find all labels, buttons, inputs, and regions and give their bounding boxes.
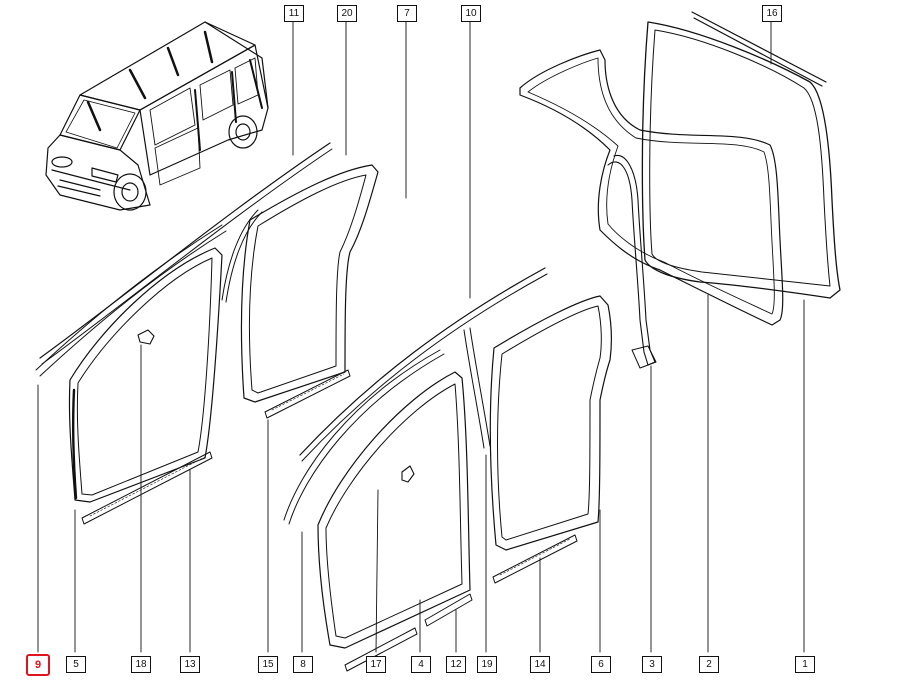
label-18[interactable]: 18	[131, 656, 151, 673]
label-20[interactable]: 20	[337, 5, 357, 22]
part-2-seal	[519, 49, 784, 326]
label-3[interactable]: 3	[642, 656, 662, 673]
part-9-strip	[35, 224, 223, 371]
part-18-clip	[137, 329, 155, 345]
part-20-strip	[221, 209, 259, 301]
label-1[interactable]: 1	[795, 656, 815, 673]
part-14-sill	[492, 534, 578, 584]
label-10[interactable]: 10	[461, 5, 481, 22]
label-16[interactable]: 16	[762, 5, 782, 22]
label-13[interactable]: 13	[180, 656, 200, 673]
label-6[interactable]: 6	[591, 656, 611, 673]
part-11-strip	[39, 142, 331, 359]
part-3-strap	[607, 154, 656, 366]
part-10-strip	[299, 267, 546, 456]
label-19[interactable]: 19	[477, 656, 497, 673]
part-7-seal	[240, 164, 379, 403]
part-12-sill	[344, 627, 418, 672]
label-5[interactable]: 5	[66, 656, 86, 673]
label-8[interactable]: 8	[293, 656, 313, 673]
part-13-sill	[81, 451, 213, 525]
label-12[interactable]: 12	[446, 656, 466, 673]
label-17[interactable]: 17	[366, 656, 386, 673]
label-7[interactable]: 7	[397, 5, 417, 22]
part-5-seal	[68, 247, 223, 503]
label-14[interactable]: 14	[530, 656, 550, 673]
van-illustration	[45, 21, 269, 211]
part-4-seal	[317, 371, 471, 649]
part-17-clip	[401, 465, 415, 483]
part-6-seal	[489, 295, 612, 551]
label-4[interactable]: 4	[411, 656, 431, 673]
label-2[interactable]: 2	[699, 656, 719, 673]
part-16-strip	[691, 11, 827, 87]
part-8-strip	[283, 349, 441, 521]
leader-lines	[37, 21, 805, 653]
part-1-seal	[641, 21, 841, 299]
label-15[interactable]: 15	[258, 656, 278, 673]
label-11[interactable]: 11	[284, 5, 304, 22]
part-19-strip	[463, 329, 485, 449]
label-9-highlighted[interactable]: 9	[26, 654, 50, 676]
part-15-sill	[264, 369, 351, 419]
